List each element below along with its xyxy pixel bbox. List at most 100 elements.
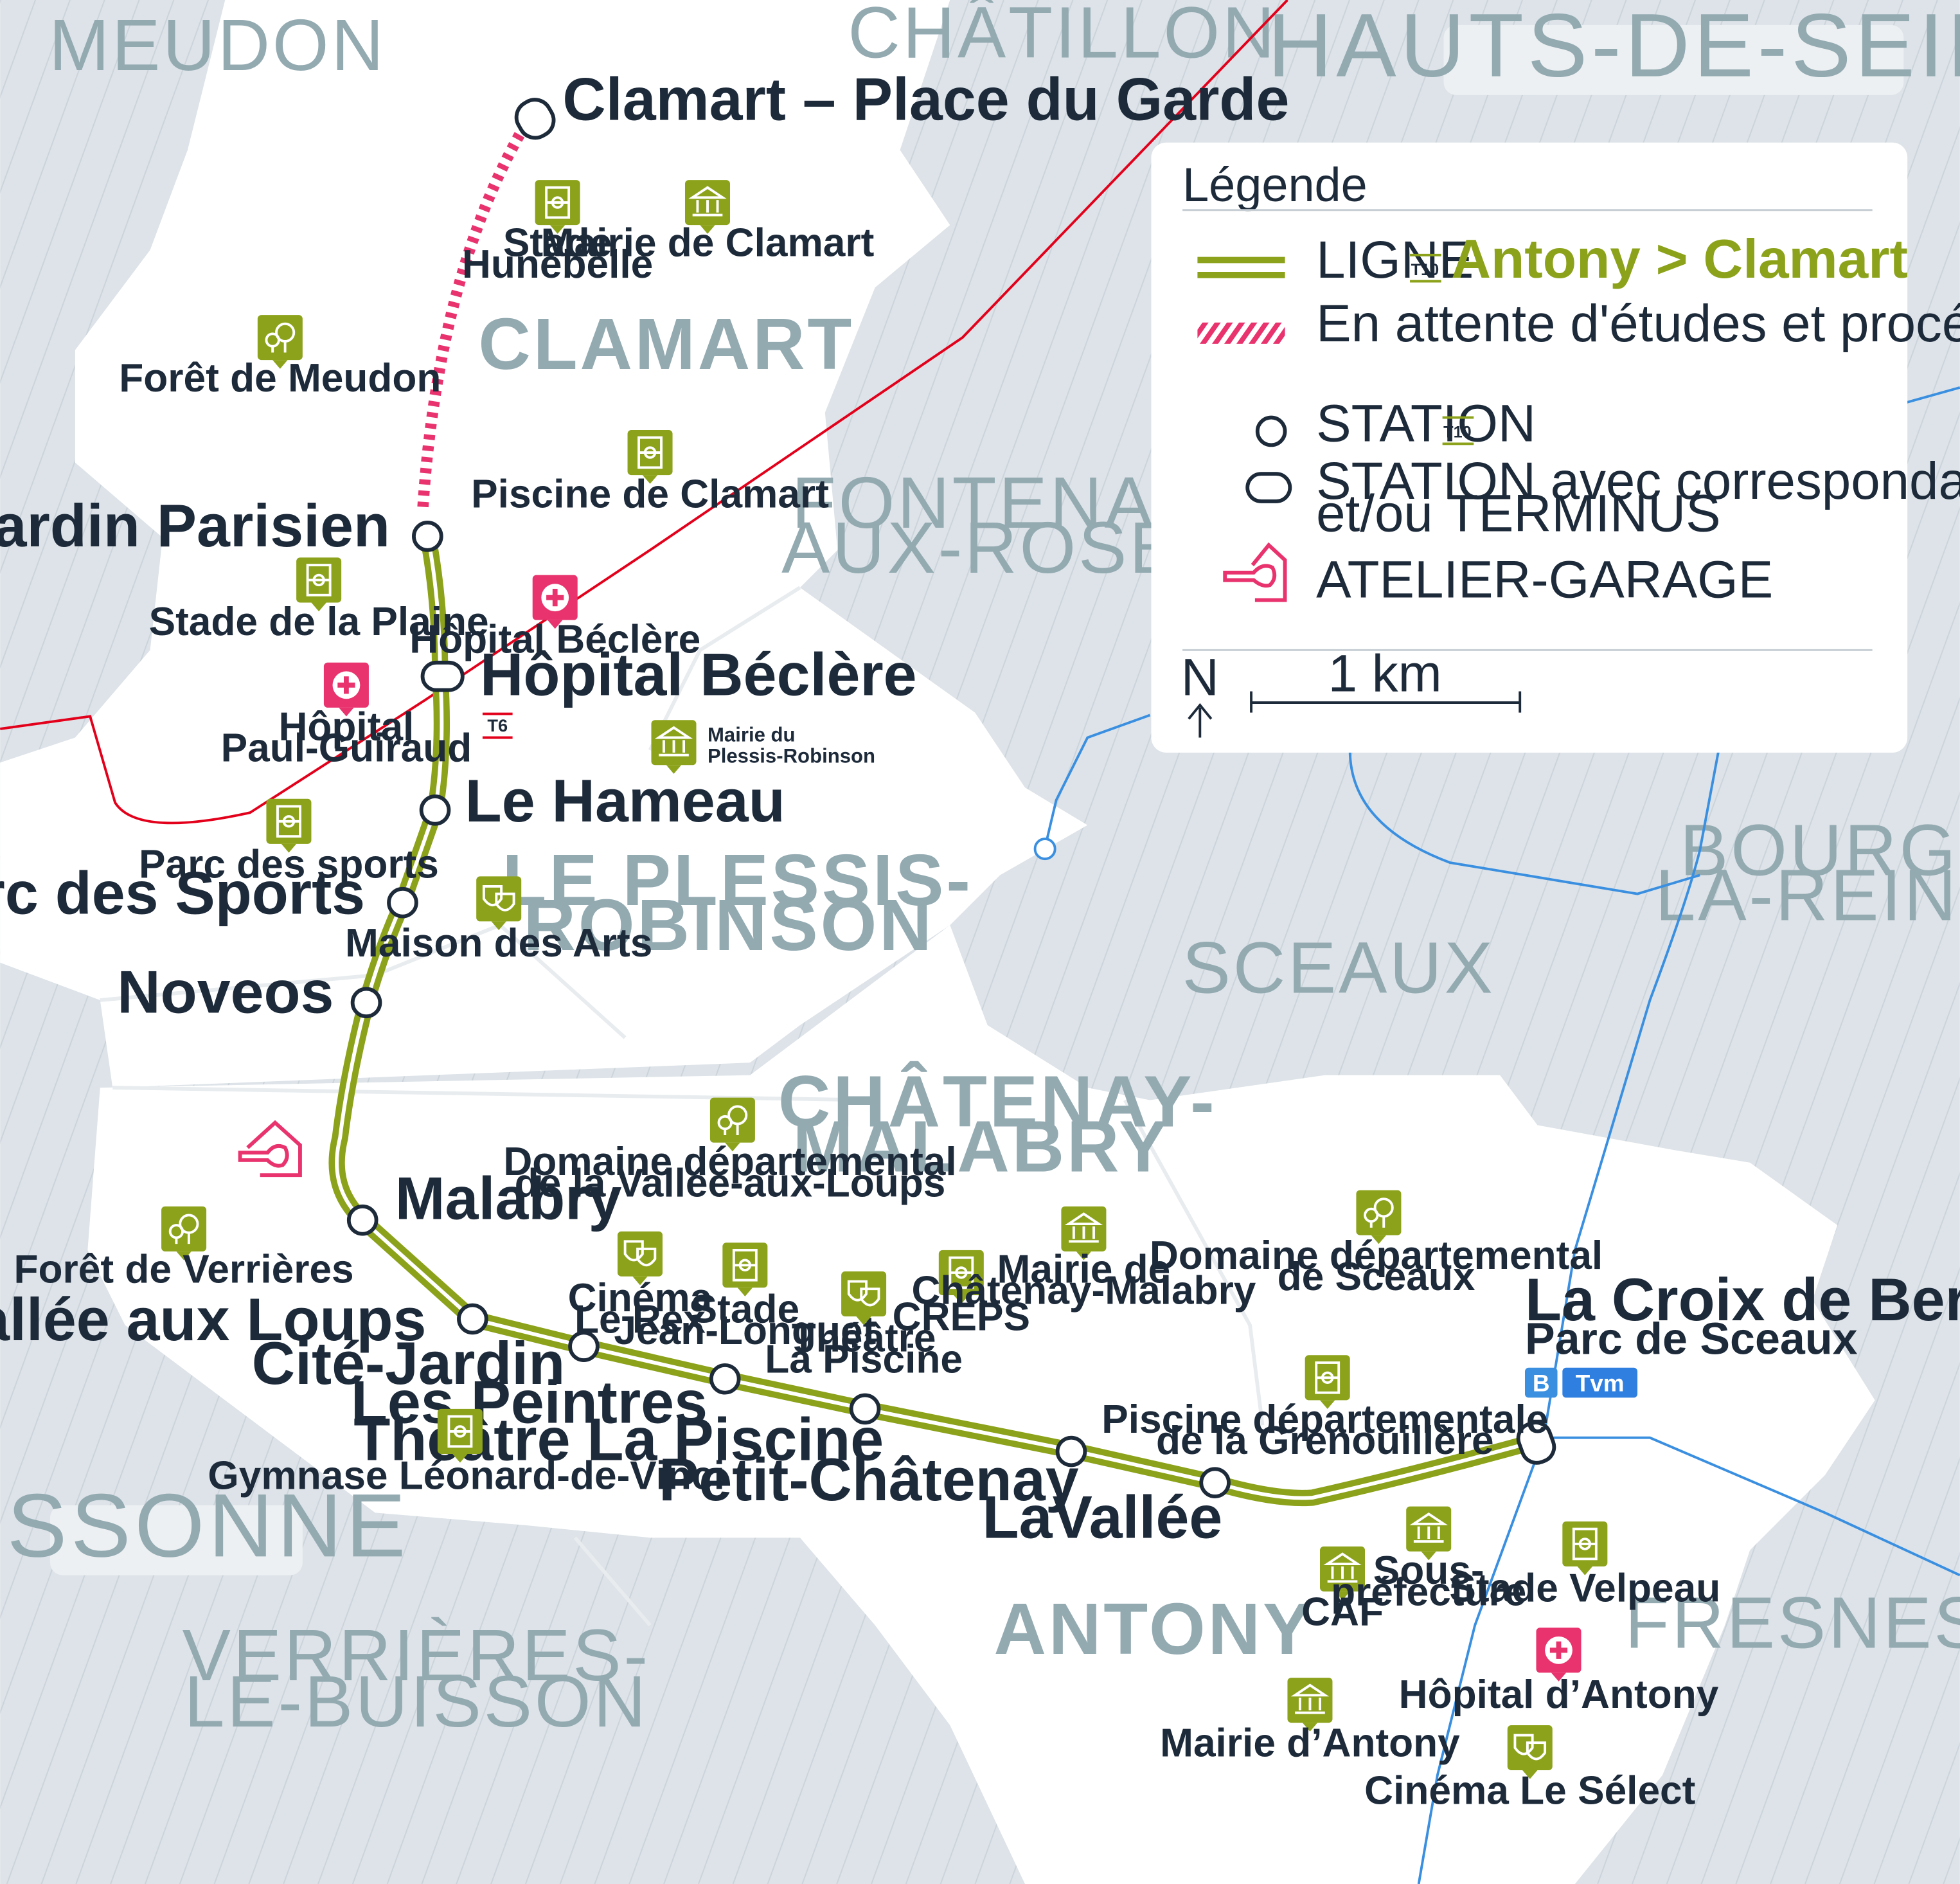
poi-label-piscine-clamart: Piscine de Clamart (471, 472, 829, 517)
t6-line (0, 0, 1288, 825)
poi-gymnase[interactable]: Gymnase Léonard-de-Vinci (208, 1408, 725, 1498)
commune-chatillon: CHÂTILLON (848, 0, 1277, 73)
legend-line-prefix: LIGNE (1316, 231, 1474, 289)
station-marker-noveos[interactable] (350, 987, 382, 1019)
poi-stade-velpeau[interactable]: Stade Velpeau (1449, 1521, 1720, 1610)
poi-label-foret-meudon: Forêt de Meudon (119, 356, 441, 400)
commune-fontenay-1: FONTENAY- (792, 462, 1221, 543)
poi-parc-sports-poi[interactable]: Parc des sports (139, 798, 439, 887)
poi-mairie-clamart[interactable]: Mairie de Clamart (541, 180, 875, 265)
poi-label-domaine-sceaux: Domaine départemental (1150, 1234, 1603, 1278)
badge-b-text: B (1533, 1370, 1550, 1397)
station-label-lavallee[interactable]: LaVallée (983, 1483, 1223, 1550)
station-label-petit-chatenay[interactable]: Petit-Châtenay (659, 1446, 1079, 1513)
station-marker-lavallee[interactable] (1199, 1467, 1231, 1498)
legend-t10-badge: T10 (1410, 253, 1441, 283)
poi-label-domaine-sceaux: de Sceaux (1278, 1255, 1475, 1299)
station-marker-theatre-la-piscine[interactable] (849, 1393, 881, 1425)
t10-line-inner (335, 533, 1537, 1500)
poi-label-maison-arts: Maison des Arts (345, 921, 652, 965)
station-marker-jardin-parisien[interactable] (412, 521, 443, 552)
station-label-cite-jardin[interactable]: Cité-Jardin (252, 1329, 566, 1397)
station-label-parc-des-sports[interactable]: Parc des Sports (0, 859, 365, 927)
poi-maison-arts[interactable]: Maison des Arts (345, 876, 652, 965)
legend-line-swatch (1197, 256, 1285, 278)
poi-cinema-select[interactable]: Cinéma Le Sélect (1364, 1725, 1695, 1813)
legend-station-corr-2: et/ou TERMINUS (1316, 485, 1720, 543)
poi-label-stade-velpeau: Stade Velpeau (1449, 1566, 1720, 1610)
poi-stade-plaine[interactable]: Stade de la Plaine (149, 557, 489, 644)
station-marker-petit-chatenay[interactable] (1055, 1435, 1087, 1467)
station-labels: Clamart – Place du Garde Jardin Parisien… (0, 66, 1960, 1551)
station-label-hopital-beclere[interactable]: Hôpital Béclère (480, 640, 917, 708)
poi-label-hopital-paul-guiraud: Paul-Guiraud (221, 726, 472, 770)
poi-label-sous-prefecture: Sous- (1373, 1548, 1484, 1593)
commune-verrieres-2: LE-BUISSON (184, 1661, 648, 1742)
station-marker-croix-de-berny[interactable] (1514, 1419, 1558, 1467)
poi-piscine-clamart[interactable]: Piscine de Clamart (471, 430, 829, 517)
poi-label-hopital-beclere-poi: Hôpital Béclère (409, 617, 700, 661)
poi-label-cinema-select: Cinéma Le Sélect (1364, 1769, 1695, 1813)
station-marker-hopital-beclere[interactable] (420, 660, 465, 692)
rer-lines (1044, 386, 1960, 1884)
foret-icon (709, 1097, 755, 1143)
dept-hauts-de-seine: HAUTS-DE-SEINE (1267, 0, 1960, 96)
poi-foret-meudon[interactable]: Forêt de Meudon (119, 315, 441, 400)
station-marker-cite-jardin[interactable] (568, 1331, 600, 1362)
poi-caf[interactable]: CAF (1301, 1546, 1384, 1635)
poi-foret-verrieres[interactable]: Forêt de Verrières (14, 1206, 354, 1292)
poi-creps[interactable]: CREPS (893, 1250, 1030, 1339)
station-label-malabry[interactable]: Malabry (395, 1164, 622, 1232)
station-sublabel-croix-de-berny: Parc de Sceaux (1525, 1313, 1858, 1363)
legend-panel (1151, 142, 1908, 753)
station-label-jardin-parisien[interactable]: Jardin Parisien (0, 492, 390, 559)
dept-box-hauts-de-seine (1443, 24, 1904, 95)
zone-chatenay (87, 925, 1875, 1884)
station-label-le-hameau[interactable]: Le Hameau (465, 767, 785, 834)
commune-chatenay-2: MALABRY (792, 1106, 1170, 1187)
poi-label-stade-jean-longuet: Stade (691, 1287, 799, 1332)
poi-mairie-plessis[interactable] (651, 720, 697, 774)
station-marker-les-peintres[interactable] (709, 1363, 741, 1395)
station-label-croix-de-berny[interactable]: La Croix de Berny (1525, 1266, 1960, 1333)
station-marker-vallee-aux-loups[interactable] (457, 1303, 488, 1335)
poi-hopital-beclere-poi[interactable]: Hôpital Béclère (409, 575, 700, 662)
legend: Légende LIGNE T10 Antony > Clamart En at… (1151, 142, 1960, 753)
poi-label-stade-jean-longuet: Jean-Longuet (614, 1309, 876, 1353)
badge-tvm-text: Tvm (1576, 1370, 1625, 1397)
poi-label-parc-sports-poi: Parc des sports (139, 842, 439, 886)
commune-clamart: CLAMART (478, 303, 854, 384)
station-label-vallee-aux-loups[interactable]: Vallée aux Loups (0, 1286, 426, 1353)
station-marker-malabry[interactable] (346, 1204, 379, 1236)
poi-label-mairie-chatenay: Mairie de (997, 1247, 1171, 1291)
poi-mairie-antony[interactable]: Mairie d’Antony (1160, 1678, 1460, 1766)
poi-label-stade-hunebelle: Hunebelle (462, 242, 653, 287)
station-label-noveos[interactable]: Noveos (117, 958, 334, 1025)
station-marker-parc-des-sports[interactable] (387, 886, 418, 919)
legend-station-corr-swatch (1245, 472, 1292, 503)
poi-label-creps: CREPS (893, 1295, 1030, 1339)
dept-box-essonne (49, 1505, 303, 1575)
poi-label-mairie-plessis: Plessis-Robinson (708, 744, 875, 767)
commune-verrieres-1: VERRIÈRES- (183, 1615, 650, 1696)
commune-plessis-2: ROBINSON (524, 884, 934, 965)
poi-label-stade-plaine: Stade de la Plaine (149, 600, 489, 644)
poi-sous-prefecture[interactable]: Sous-préfecture (1331, 1506, 1526, 1615)
station-label-les-peintres[interactable]: Les Peintres (351, 1368, 708, 1435)
north-arrow-icon (1188, 703, 1213, 738)
station-marker-clamart-garde[interactable] (510, 94, 559, 144)
station-label-clamart-garde[interactable]: Clamart – Place du Garde (562, 66, 1289, 133)
commune-plessis-1: LE PLESSIS- (503, 839, 973, 920)
poi-hopital-antony[interactable]: Hôpital d’Antony (1399, 1628, 1719, 1717)
station-marker-le-hameau[interactable] (419, 794, 451, 826)
